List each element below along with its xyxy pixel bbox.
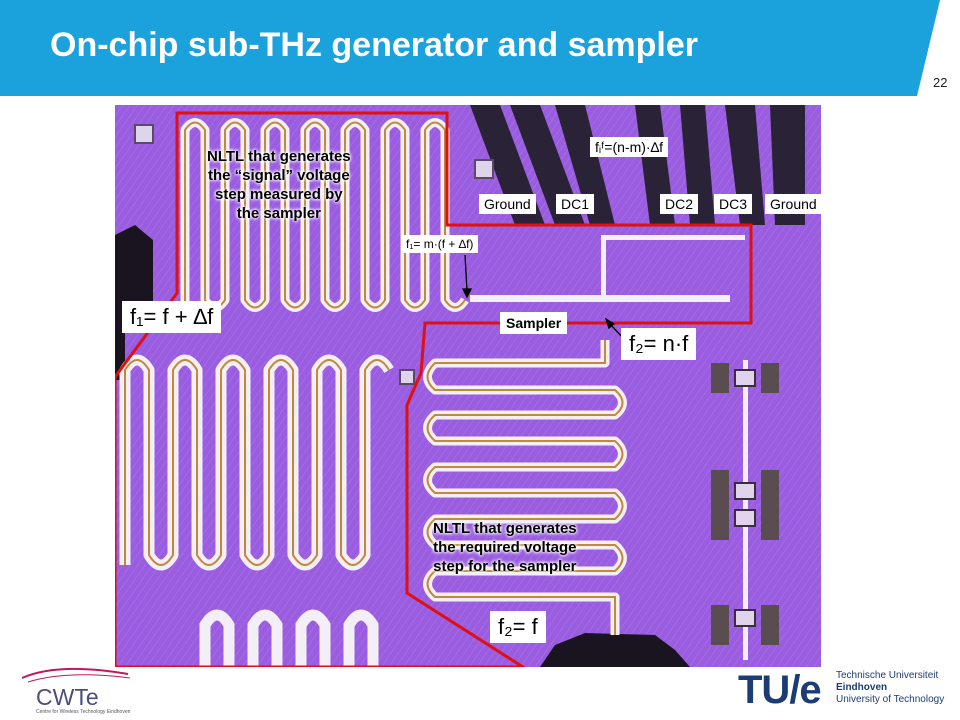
callout-signal-line-1: NLTL that generates (207, 148, 351, 165)
label-f1-m: f₁= m·(f + ∆f) (401, 235, 479, 253)
callout-sampler-line-2: the required voltage (433, 539, 577, 556)
micrograph-drawing (115, 105, 821, 667)
label-f1-main: f₁= f + ∆f (122, 301, 222, 333)
page-number: 22 (933, 75, 948, 90)
callout-signal-line-4: the sampler (236, 205, 321, 222)
pad-label-ground-2: Ground (765, 194, 821, 214)
callout-signal-line-3: step measured by (215, 186, 343, 203)
pad-label-dc1: DC1 (556, 194, 595, 214)
callout-sampler-line-1: NLTL that generates (433, 520, 577, 537)
tue-line-3: University of Technology (836, 694, 945, 705)
cwte-logo-swoosh (21, 667, 131, 683)
pad-label-dc2: DC2 (660, 194, 699, 214)
tue-line-1: Technische Universiteit (836, 670, 939, 681)
cwte-logo-subtitle: Centre for Wireless Technology Eindhoven (36, 709, 131, 715)
callout-sampler-nltl: NLTL that generates the required voltage… (433, 519, 577, 576)
tue-line-2: Eindhoven (836, 682, 888, 693)
callout-signal-line-2: the “signal” voltage (207, 167, 350, 184)
label-f2-bottom: f₂= f (490, 611, 546, 643)
cwte-logo-text: CWTe (36, 684, 99, 710)
pad-label-dc3: DC3 (714, 194, 753, 214)
callout-signal-nltl: NLTL that generates the “signal” voltage… (207, 147, 351, 223)
pad-label-ground-1: Ground (479, 194, 536, 214)
label-sampler: Sampler (500, 312, 568, 334)
callout-sampler-line-3: step for the sampler (433, 558, 577, 575)
slide-title: On-chip sub-THz generator and sampler (50, 26, 698, 64)
label-f2-n: f₂= n·f (621, 328, 697, 360)
title-bar (0, 0, 940, 96)
label-f-if: fᵢᶠ=(n-m)·∆f (590, 137, 669, 157)
chip-micrograph: f₁= f + ∆f f₂= n·f f₂= f fᵢᶠ=(n-m)·∆f f₁… (115, 105, 821, 667)
tue-logo-text: Technische Universiteit Eindhoven Univer… (836, 670, 944, 706)
tue-logo-mark: TU/e (738, 668, 822, 712)
